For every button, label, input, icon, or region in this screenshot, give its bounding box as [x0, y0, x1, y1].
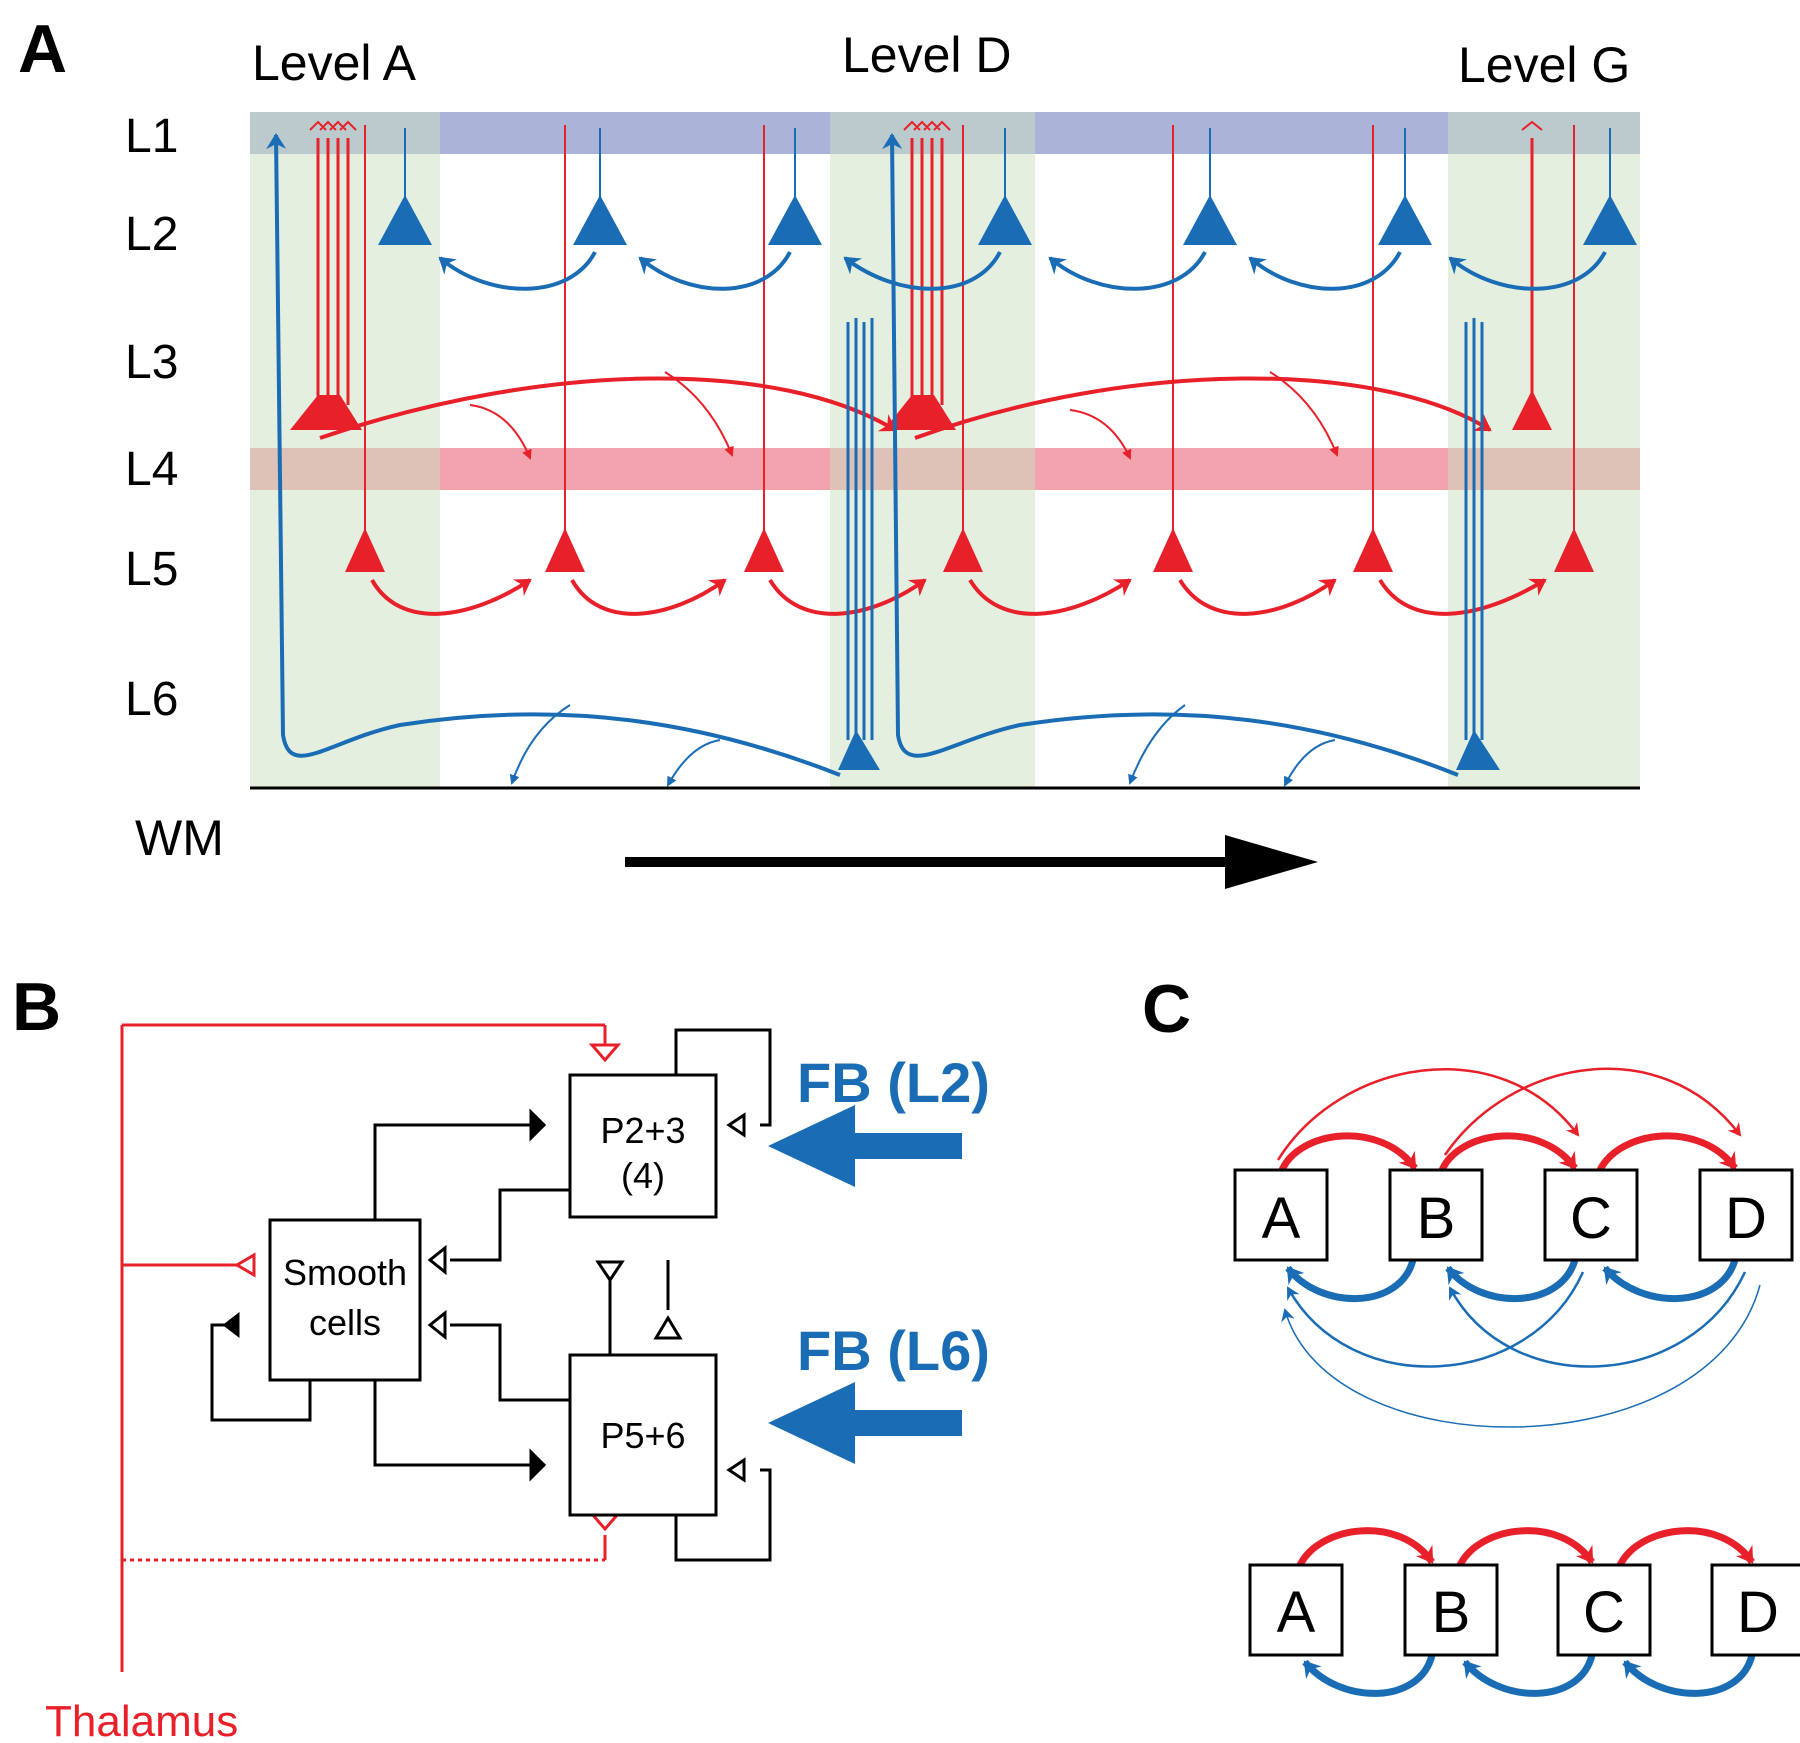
c-bottom-nodes: A B C D	[1248, 1563, 1800, 1657]
layer-label-l5: L5	[125, 543, 178, 596]
c-bottom-node-d: D	[1737, 1580, 1779, 1645]
circuit-wiring	[210, 1028, 772, 1562]
ff-collateral-2	[664, 371, 734, 457]
ff-arc-l3-d-to-g	[914, 376, 1492, 440]
fb-l2-label: FB (L2)	[797, 1051, 990, 1114]
panel-a: A Level A Level D Level G L1 L2 L3 L4 L5…	[18, 11, 1640, 889]
c-bottom-node-c: C	[1583, 1580, 1625, 1645]
c-top-node-a: A	[1262, 1186, 1301, 1251]
c-bottom-ff-arcs	[1296, 1527, 1755, 1567]
fb-l6-label: FB (L6)	[797, 1319, 990, 1382]
p56-box	[568, 1353, 718, 1517]
ff-arc-l3-a-to-d	[319, 376, 897, 440]
fb-collaterals-l6	[509, 704, 1336, 787]
hierarchy-direction-arrow	[625, 835, 1318, 889]
fb-axon-l6-d-to-a	[266, 133, 841, 777]
panel-c-letter: C	[1142, 971, 1191, 1047]
fb-arcs-l2	[438, 251, 1607, 291]
c-top-nodes: A B C D	[1233, 1168, 1794, 1262]
fb-l6-arrow	[768, 1382, 962, 1464]
thalamus-synapse-p23	[588, 1043, 622, 1063]
layer-label-l1: L1	[125, 110, 178, 163]
fb-axon-l6-g-to-d	[882, 133, 1459, 777]
c-top-node-c: C	[1570, 1186, 1612, 1251]
c-bottom-node-a: A	[1277, 1580, 1316, 1645]
ff-arcs-l5	[370, 578, 1547, 616]
red-l3-pyramidal-cell-g	[1512, 120, 1552, 430]
red-l5-pyramidal-cells	[345, 125, 1594, 572]
layer-label-l4: L4	[125, 443, 178, 496]
smooth-cells-box	[268, 1218, 422, 1382]
thalamus-label: Thalamus	[45, 1697, 238, 1743]
smooth-cells-label-line1: Smooth	[283, 1252, 407, 1293]
panel-b-letter: B	[12, 969, 61, 1045]
blue-l6-cluster-g	[1456, 318, 1500, 770]
c-bottom-fb-arcs	[1302, 1653, 1756, 1697]
panel-c: C A B C D	[1142, 971, 1800, 1697]
white-matter-label: WM	[135, 810, 224, 866]
level-label-d: Level D	[842, 27, 1012, 83]
panel-a-letter: A	[18, 11, 67, 87]
layer-label-l6: L6	[125, 673, 178, 726]
fb-l2-arrow	[768, 1105, 962, 1187]
smooth-cells-label-line2: cells	[309, 1302, 381, 1343]
thalamus-synapse-smooth	[234, 1252, 256, 1278]
p23-label-line1: P2+3	[600, 1110, 685, 1151]
c-top-node-d: D	[1725, 1186, 1767, 1251]
red-l3-pyramidal-cluster-d	[884, 120, 956, 430]
level-label-a: Level A	[252, 35, 417, 91]
ff-collateral-4	[1269, 371, 1339, 457]
layer-label-l2: L2	[125, 208, 178, 261]
blue-l2-pyramidal-cells	[378, 128, 1637, 245]
level-label-g: Level G	[1458, 37, 1630, 93]
c-top-ff-arcs	[1276, 1067, 1742, 1172]
ff-collateral-1	[469, 404, 532, 460]
p23-box	[568, 1073, 718, 1219]
panel-b: B Thalamus	[12, 969, 990, 1743]
thalamic-input-lines	[120, 1023, 607, 1672]
red-l3-pyramidal-cluster-a	[290, 120, 362, 430]
p56-label: P5+6	[600, 1415, 685, 1456]
c-top-fb-arcs	[1281, 1258, 1761, 1428]
layer-label-l3: L3	[125, 336, 178, 389]
c-bottom-node-b: B	[1432, 1580, 1471, 1645]
ff-collateral-3	[1069, 409, 1132, 460]
blue-l6-cluster-d	[838, 318, 880, 770]
circuit-synapses	[222, 1108, 746, 1483]
p23-label-line2: (4)	[621, 1155, 665, 1196]
c-top-node-b: B	[1417, 1186, 1456, 1251]
